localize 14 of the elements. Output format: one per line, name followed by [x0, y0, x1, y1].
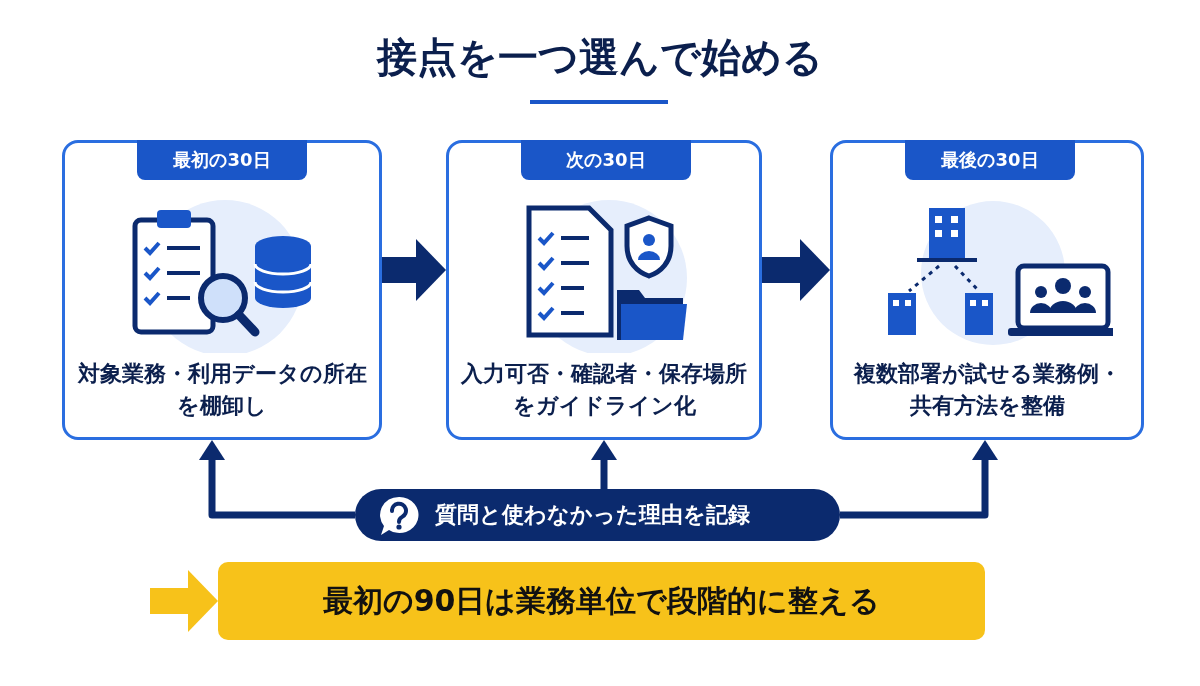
- phase-tab: 最後の30日: [905, 140, 1075, 180]
- phase-card: [446, 140, 762, 440]
- phase-tab: 次の30日: [521, 140, 691, 180]
- feedback-text: 質問と使わなかった理由を記録: [435, 501, 750, 529]
- feedback-pill: [355, 489, 840, 541]
- phase-card: [830, 140, 1144, 440]
- phase-description: 複数部署が試せる業務例・共有方法を整備: [852, 360, 1122, 420]
- phase-tab: 最初の30日: [137, 140, 307, 180]
- title: 接点を一つ選んで始める: [375, 33, 824, 82]
- summary-banner: [218, 562, 985, 640]
- phase-description: 対象業務・利用データの所在を棚卸し: [76, 360, 368, 420]
- summary-text: 最初の90日は業務単位で段階的に整える: [322, 581, 881, 620]
- phase-description: 入力可否・確認者・保存場所をガイドライン化: [460, 360, 748, 420]
- phase-card: [62, 140, 382, 440]
